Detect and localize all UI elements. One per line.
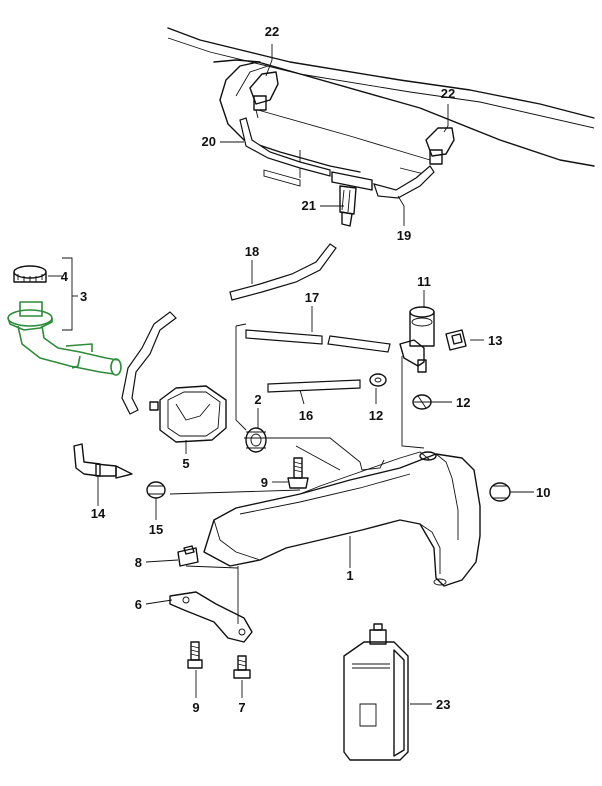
callout-15: 15 xyxy=(149,522,163,537)
clip xyxy=(177,545,199,567)
callout-20: 20 xyxy=(202,134,216,149)
filler-neck-highlighted xyxy=(7,301,122,376)
hose-17b xyxy=(327,335,391,353)
hose-17 xyxy=(245,329,323,345)
callout-13: 13 xyxy=(488,333,502,348)
callout-7: 7 xyxy=(238,700,245,715)
callout-12-right: 12 xyxy=(456,395,470,410)
hose-20 xyxy=(239,117,331,177)
grommet-12-lower xyxy=(412,394,432,410)
callout-6: 6 xyxy=(135,597,142,612)
level-sensor xyxy=(73,443,133,479)
callout-17: 17 xyxy=(305,290,319,305)
callout-22-left: 22 xyxy=(265,24,279,39)
callout-12-mid: 12 xyxy=(369,408,383,423)
callout-23: 23 xyxy=(436,697,450,712)
leader-lines xyxy=(48,44,534,705)
callout-16: 16 xyxy=(299,408,313,423)
callout-4: 4 xyxy=(61,269,69,284)
grommet xyxy=(245,427,267,453)
hood-outline xyxy=(167,27,595,187)
callout-10: 10 xyxy=(536,485,550,500)
washer-pump xyxy=(399,306,435,373)
hose-18-lower xyxy=(121,311,177,415)
bolt-9-upper xyxy=(287,457,309,489)
grommet-10 xyxy=(489,482,511,502)
bolt-9-lower xyxy=(187,641,203,669)
grommet-15 xyxy=(146,481,166,499)
hose-16 xyxy=(267,379,361,393)
hose-19 xyxy=(373,165,435,199)
grommet-12-upper xyxy=(369,373,387,387)
callout-19: 19 xyxy=(397,228,411,243)
assembly-guides xyxy=(169,323,425,624)
callout-2: 2 xyxy=(254,392,261,407)
washer-reservoir xyxy=(203,451,481,587)
connector-plug xyxy=(445,329,467,351)
callout-9-upper: 9 xyxy=(261,475,268,490)
callout-8: 8 xyxy=(135,555,142,570)
callout-21: 21 xyxy=(302,198,316,213)
callout-14: 14 xyxy=(91,506,106,521)
callout-1: 1 xyxy=(346,568,353,583)
washer-nozzle-left xyxy=(249,71,279,119)
callout-9-lower: 9 xyxy=(192,700,199,715)
callout-22-right: 22 xyxy=(441,86,455,101)
hose-18 xyxy=(229,243,337,301)
filler-cap xyxy=(13,265,47,283)
callout-18: 18 xyxy=(245,244,259,259)
t-piece-check-valve xyxy=(331,171,373,227)
callout-5: 5 xyxy=(182,456,189,471)
pump-holder xyxy=(149,385,227,443)
washer-nozzle-right xyxy=(425,127,455,165)
bracket xyxy=(169,591,253,643)
callout-11: 11 xyxy=(417,274,431,289)
fluid-bottle xyxy=(343,623,409,761)
bolt-7 xyxy=(233,655,251,679)
callout-3: 3 xyxy=(80,289,87,304)
